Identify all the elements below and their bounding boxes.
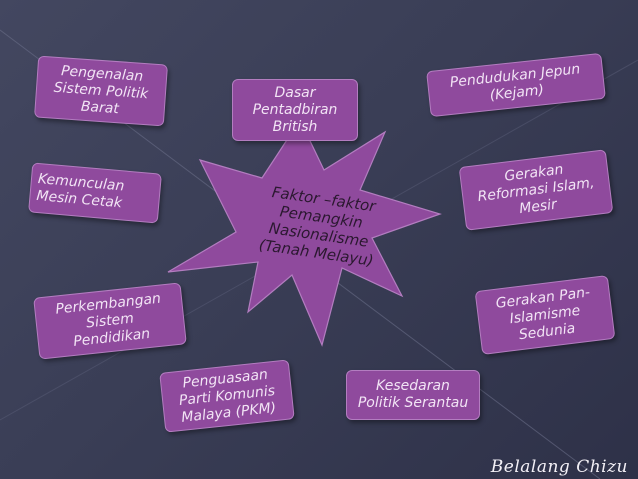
box-pengenalan-sistem-politik-barat: Pengenalan Sistem Politik Barat <box>33 55 169 127</box>
star-shape <box>167 118 442 347</box>
box-kesedaran-politik-serantau: Kesedaran Politik Serantau <box>346 370 480 420</box>
watermark: Belalang Chizu <box>490 457 628 477</box>
box-dasar-pentadbiran-british: Dasar Pentadbiran British <box>232 79 358 141</box>
